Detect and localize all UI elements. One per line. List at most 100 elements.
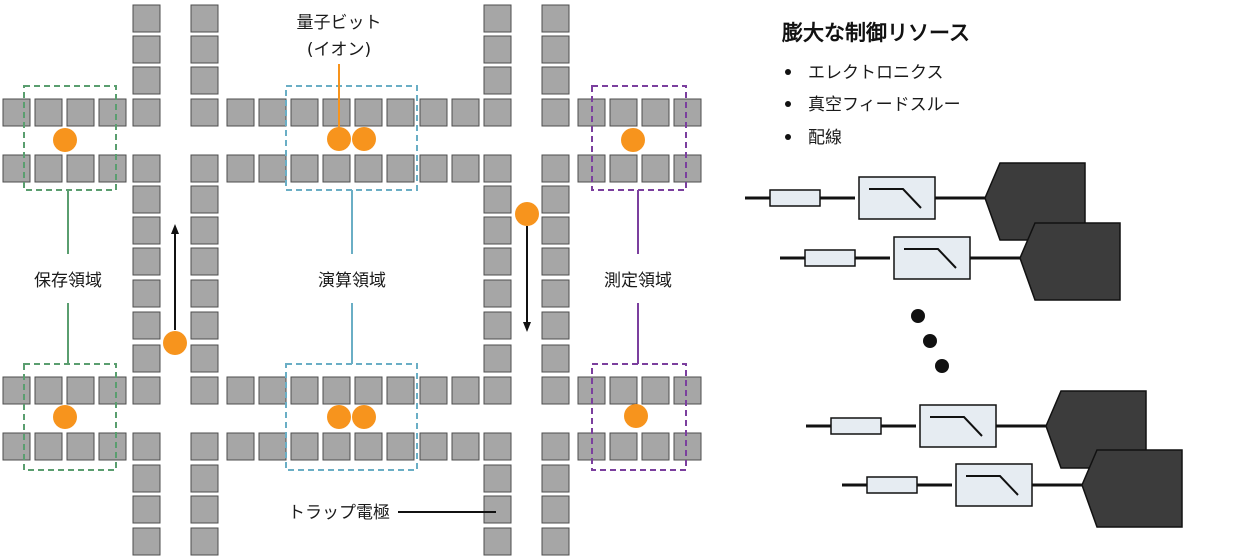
trap-electrode bbox=[132, 247, 161, 276]
resources-title: 膨大な制御リソース bbox=[782, 21, 970, 45]
trap-electrode bbox=[190, 495, 219, 524]
trap-electrode bbox=[98, 154, 127, 183]
trap-electrode bbox=[66, 154, 95, 183]
trap-electrode bbox=[577, 432, 606, 461]
trap-electrode bbox=[483, 66, 512, 95]
ion bbox=[515, 202, 539, 226]
trap-electrode bbox=[641, 154, 670, 183]
trap-electrode bbox=[483, 154, 512, 183]
trap-electrode bbox=[226, 154, 255, 183]
trap-electrode bbox=[190, 376, 219, 405]
resistor-block bbox=[804, 249, 856, 267]
resistor-block bbox=[830, 417, 882, 435]
trap-electrode bbox=[190, 98, 219, 127]
bullet-dot bbox=[785, 134, 791, 140]
trap-electrode bbox=[290, 98, 319, 127]
ellipsis-dot bbox=[923, 334, 937, 348]
trap-electrode bbox=[132, 527, 161, 556]
trap-electrode bbox=[483, 376, 512, 405]
trap-electrode bbox=[609, 98, 638, 127]
trap-electrode-grid bbox=[2, 4, 702, 556]
trap-electrode bbox=[190, 154, 219, 183]
trap-electrode bbox=[483, 344, 512, 373]
trap-electrode bbox=[66, 98, 95, 127]
compute-region-label: 演算領域 bbox=[318, 271, 386, 291]
bullet-dot bbox=[785, 101, 791, 107]
trap-electrode bbox=[98, 376, 127, 405]
trap-electrode bbox=[386, 376, 415, 405]
trap-electrode bbox=[132, 154, 161, 183]
trap-electrode bbox=[541, 35, 570, 64]
trap-electrode bbox=[258, 376, 287, 405]
lowpass-filter-icon bbox=[904, 248, 957, 269]
trap-electrode bbox=[483, 216, 512, 245]
trap-electrode bbox=[483, 432, 512, 461]
trap-electrode bbox=[290, 154, 319, 183]
ion-group bbox=[53, 127, 648, 429]
trap-electrode bbox=[609, 376, 638, 405]
amplifier-block bbox=[1081, 449, 1183, 528]
lowpass-filter-icon bbox=[869, 188, 922, 209]
trap-electrode bbox=[419, 376, 448, 405]
trap-electrode bbox=[226, 376, 255, 405]
trap-electrode bbox=[541, 216, 570, 245]
trap-electrode bbox=[190, 185, 219, 214]
trap-electrode bbox=[322, 98, 351, 127]
trap-electrode bbox=[258, 98, 287, 127]
ion bbox=[352, 405, 376, 429]
trap-electrode bbox=[541, 311, 570, 340]
trap-electrode bbox=[354, 432, 383, 461]
trap-electrode bbox=[451, 376, 480, 405]
trap-electrode bbox=[322, 376, 351, 405]
trap-electrode bbox=[609, 154, 638, 183]
amplifier-block bbox=[1019, 222, 1121, 301]
ellipsis-dot bbox=[911, 309, 925, 323]
trap-electrode bbox=[190, 344, 219, 373]
trap-electrode bbox=[226, 98, 255, 127]
ion bbox=[624, 404, 648, 428]
filter-block bbox=[919, 404, 997, 448]
resource-item-feedthrough: 真空フィードスルー bbox=[808, 95, 961, 115]
shuttle-arrow-down-head bbox=[523, 322, 531, 332]
trap-electrode bbox=[258, 154, 287, 183]
trap-electrode bbox=[2, 154, 31, 183]
trap-electrode bbox=[483, 185, 512, 214]
lowpass-filter-icon bbox=[930, 416, 983, 437]
trap-electrode bbox=[541, 66, 570, 95]
trap-electrode bbox=[34, 154, 63, 183]
trap-electrode bbox=[132, 495, 161, 524]
trap-electrode bbox=[451, 154, 480, 183]
bullet-dot bbox=[785, 69, 791, 75]
trap-electrode bbox=[190, 66, 219, 95]
ion bbox=[327, 405, 351, 429]
measure-region-label: 測定領域 bbox=[604, 271, 672, 291]
trap-electrode bbox=[132, 311, 161, 340]
trap-electrode bbox=[483, 464, 512, 493]
trap-electrode bbox=[386, 432, 415, 461]
trap-electrode bbox=[541, 185, 570, 214]
trap-electrode bbox=[132, 98, 161, 127]
trap-electrode bbox=[98, 98, 127, 127]
trap-electrode bbox=[483, 311, 512, 340]
resistor-block bbox=[866, 476, 918, 494]
trap-electrode bbox=[641, 376, 670, 405]
trap-electrode bbox=[386, 154, 415, 183]
shuttle-arrow-up-head bbox=[171, 224, 179, 234]
trap-electrode bbox=[290, 376, 319, 405]
trap-electrode bbox=[132, 279, 161, 308]
trap-electrode bbox=[354, 376, 383, 405]
trap-electrode bbox=[641, 432, 670, 461]
trap-electrode bbox=[483, 35, 512, 64]
trap-electrode bbox=[190, 527, 219, 556]
trap-electrode bbox=[541, 154, 570, 183]
trap-electrode bbox=[483, 4, 512, 33]
amplifier-block bbox=[1045, 390, 1147, 469]
resource-item-wiring: 配線 bbox=[808, 128, 842, 148]
trap-electrode bbox=[66, 376, 95, 405]
ion bbox=[352, 127, 376, 151]
trap-electrode bbox=[483, 98, 512, 127]
trap-electrode bbox=[609, 432, 638, 461]
trap-electrode bbox=[2, 98, 31, 127]
trap-electrode bbox=[354, 98, 383, 127]
